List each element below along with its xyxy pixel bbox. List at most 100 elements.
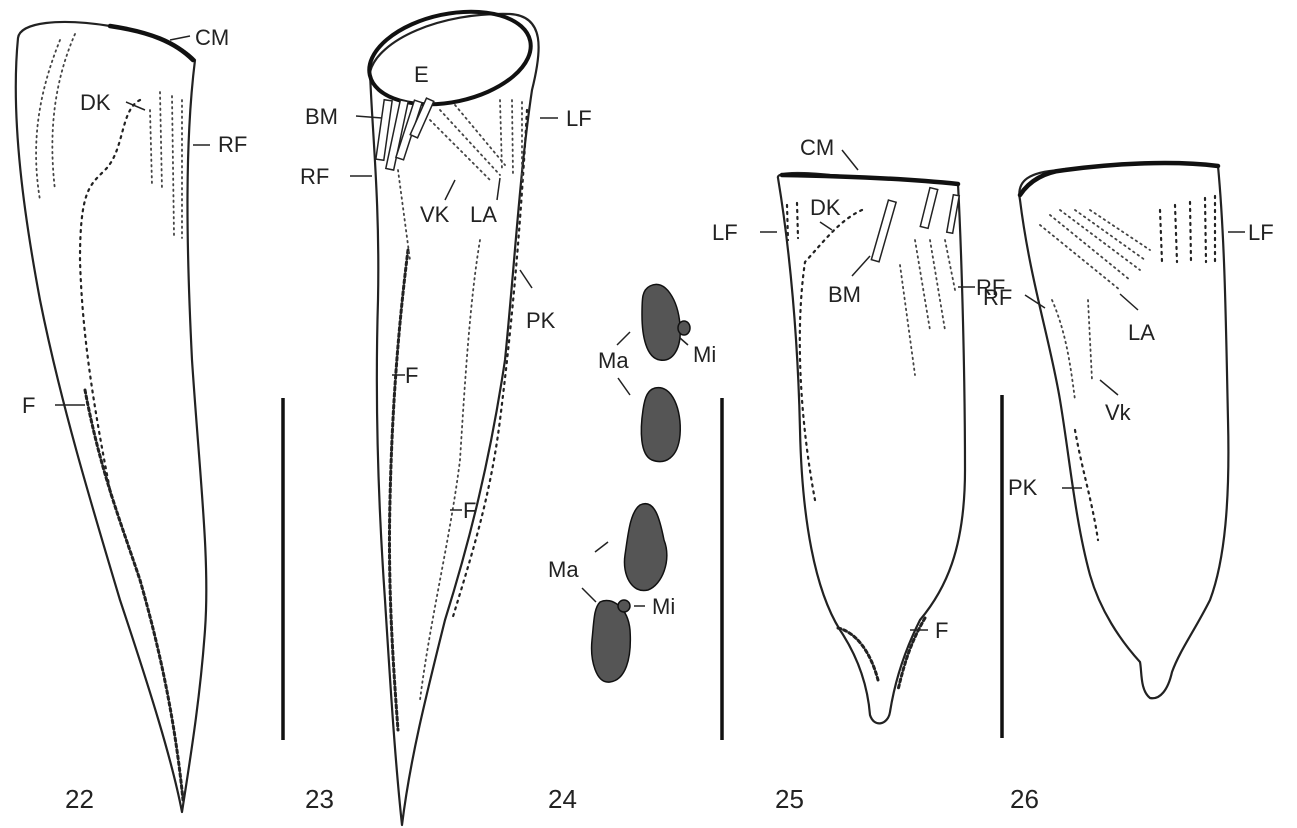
ciliary-membranelles-22 [110, 26, 193, 60]
la-rows-23a [430, 120, 490, 180]
la-leader-26 [1120, 294, 1138, 310]
rf-row-25c [930, 240, 945, 330]
cell-outline-26 [1019, 163, 1228, 698]
dk-leader-25 [820, 222, 832, 230]
dk-leader-22 [126, 102, 145, 110]
fibres-25b [898, 618, 925, 690]
label-f1-23: F [405, 363, 418, 388]
figure-number-24: 24 [548, 784, 577, 814]
label-f-22: F [22, 393, 35, 418]
micronucleus-24a [678, 321, 690, 335]
label-pk-26: PK [1008, 475, 1038, 500]
bm-leader-25 [852, 256, 870, 276]
figure-number-26: 26 [1010, 784, 1039, 814]
label-rf-26: RF [983, 285, 1012, 310]
dorsal-kinety-22 [80, 100, 140, 500]
label-la-23: LA [470, 202, 497, 227]
vk-leader-26 [1100, 380, 1118, 395]
lf-rows-26d [1205, 198, 1206, 262]
ma2-leader-24 [595, 542, 608, 552]
ciliary-membranelles-26 [1020, 163, 1218, 195]
vk-23 [398, 170, 410, 260]
la-rows-26e [1090, 210, 1150, 250]
label-ma-24b: Ma [548, 557, 579, 582]
label-e-23: E [414, 62, 429, 87]
dorsal-kinety-22b [36, 40, 60, 200]
right-field-22a [160, 92, 162, 190]
lf-rows-26b [1175, 205, 1177, 262]
macronucleus-24c [624, 504, 666, 591]
fibres-22 [85, 390, 183, 800]
ma1b-leader-24 [618, 378, 630, 395]
rf-leader-26 [1025, 295, 1045, 308]
ciliary-membranelles-25 [782, 175, 958, 184]
fibres-23 [389, 250, 408, 730]
label-cm-25: CM [800, 135, 834, 160]
lf-row-25b [797, 203, 798, 238]
label-pk-23: PK [526, 308, 556, 333]
label-rf-22: RF [218, 132, 247, 157]
right-field-22d [150, 110, 152, 185]
la-rows-26d [1075, 210, 1145, 260]
la-leader-23 [497, 178, 500, 200]
bm-leader-23 [356, 116, 382, 118]
figure-25: CM DK LF BM RF F 25 [712, 135, 1005, 814]
vk-26 [1088, 300, 1092, 380]
cm-leader-25 [842, 150, 858, 170]
buccal-membranelle-25a [871, 200, 896, 262]
figure-number-23: 23 [305, 784, 334, 814]
label-la-26: LA [1128, 320, 1155, 345]
la-rows-26a [1040, 225, 1120, 290]
label-bm-23: BM [305, 104, 338, 129]
micronucleus-24b [618, 600, 630, 612]
label-f2-23: F [463, 498, 476, 523]
label-dk-22: DK [80, 90, 111, 115]
lf-rows-23b [512, 100, 513, 175]
rf-row-25d [945, 240, 955, 290]
mi1-leader-24 [680, 338, 688, 345]
dorsal-kinety-25 [800, 210, 862, 500]
dorsal-kinety-22c [52, 34, 75, 190]
figure-number-22: 22 [65, 784, 94, 814]
label-f-25: F [935, 618, 948, 643]
label-lf-26: LF [1248, 220, 1274, 245]
rf-row-25b [915, 240, 930, 330]
lf-rows-26a [1160, 210, 1162, 262]
label-cm-22: CM [195, 25, 229, 50]
label-mi-24a: Mi [693, 342, 716, 367]
pk-leader-23 [520, 270, 532, 288]
figure-22: CM DK RF F 22 [16, 22, 248, 814]
label-mi-24b: Mi [652, 594, 675, 619]
rf-row-25a [900, 265, 915, 375]
figure-24: Ma Mi Ma Mi 24 [548, 284, 716, 814]
lf-rows-26c [1190, 202, 1191, 262]
figure-number-25: 25 [775, 784, 804, 814]
label-ma-24a: Ma [598, 348, 629, 373]
rf-rows-26 [1052, 300, 1075, 400]
label-dk-25: DK [810, 195, 841, 220]
right-field-22b [172, 96, 174, 235]
macronucleus-24b [641, 388, 680, 462]
macronucleus-24a [642, 284, 680, 360]
label-vk-23: VK [420, 202, 450, 227]
la-rows-26c [1060, 210, 1140, 270]
label-lf-23: LF [566, 106, 592, 131]
cm-leader-22 [170, 36, 190, 40]
buccal-membranelle-25b [920, 188, 937, 229]
ma2b-leader-24 [582, 588, 596, 602]
la-rows-26b [1050, 215, 1130, 280]
posterior-kinety-23 [452, 110, 527, 620]
vk-leader-23 [445, 180, 455, 200]
dorsal-kinety-23 [420, 240, 480, 700]
figure-23: E BM RF LF VK LA PK F F 23 [300, 0, 592, 825]
lf-row-25a [787, 205, 788, 240]
figure-26: LF RF LA Vk PK 26 [983, 163, 1274, 814]
label-rf-23: RF [300, 164, 329, 189]
label-lf-25: LF [712, 220, 738, 245]
label-bm-25: BM [828, 282, 861, 307]
label-vk-26: Vk [1105, 400, 1132, 425]
cell-outline-22 [16, 22, 207, 812]
ma1-leader-24 [617, 332, 630, 345]
la-rows-23b [440, 110, 500, 175]
